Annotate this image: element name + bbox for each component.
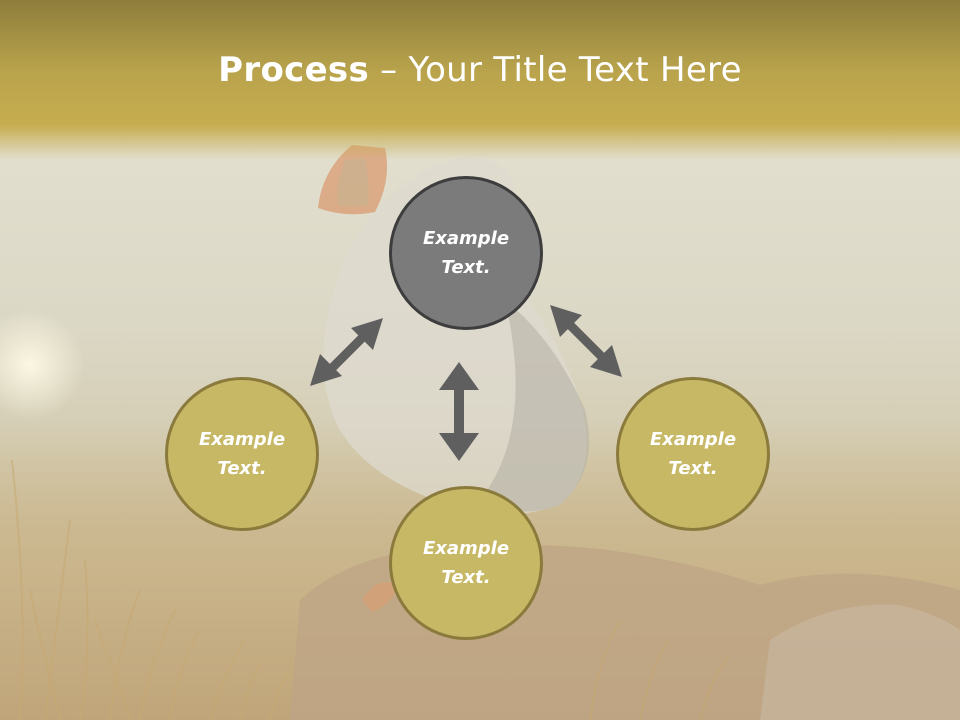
title-bold: Process <box>218 50 370 90</box>
node-bottom-line1: Example <box>422 538 510 559</box>
slide-title[interactable]: Process – Your Title Text Here <box>0 50 960 90</box>
node-top-line1: Example <box>422 228 510 249</box>
node-right-line2: Text. <box>668 458 718 479</box>
title-rest: – Your Title Text Here <box>369 50 742 90</box>
node-right-line1: Example <box>649 429 737 450</box>
node-left-line2: Text. <box>217 458 267 479</box>
node-top-line2: Text. <box>441 257 491 278</box>
title-bar <box>0 0 960 160</box>
node-bottom-line2: Text. <box>441 567 491 588</box>
node-left-line1: Example <box>198 429 286 450</box>
